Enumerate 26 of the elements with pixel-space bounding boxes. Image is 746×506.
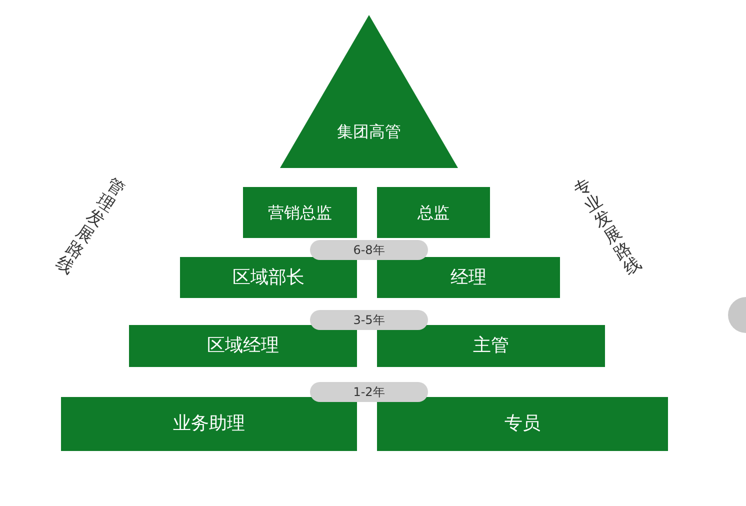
node-label: 3-5年 — [353, 314, 385, 326]
position-box — [243, 187, 357, 238]
position-box — [61, 397, 357, 451]
node-label: 主管 — [473, 337, 509, 355]
position-box — [377, 397, 668, 451]
node-label: 集团高管 — [337, 124, 401, 140]
node-label: 1-2年 — [353, 386, 385, 398]
position-box — [377, 187, 490, 238]
node-label: 总监 — [418, 204, 450, 220]
years-pill — [310, 382, 428, 402]
node-label: 经理 — [450, 268, 486, 286]
node-label: 6-8年 — [353, 244, 385, 256]
node-label: 区域经理 — [207, 337, 279, 355]
position-box — [129, 325, 357, 367]
years-pill — [310, 310, 428, 330]
node-label: 营销总监 — [268, 204, 332, 220]
position-box — [377, 257, 560, 298]
position-box — [180, 257, 357, 298]
position-box — [377, 325, 605, 367]
years-pill — [310, 240, 428, 260]
pyramid-top-triangle — [280, 15, 458, 168]
vertical-path-label: 专业发展路线 — [571, 176, 646, 280]
vertical-path-label: 管理发展路线 — [52, 175, 128, 279]
node-label: 专员 — [504, 415, 540, 433]
node-label: 区域部长 — [232, 268, 304, 286]
node-label: 业务助理 — [173, 415, 245, 433]
